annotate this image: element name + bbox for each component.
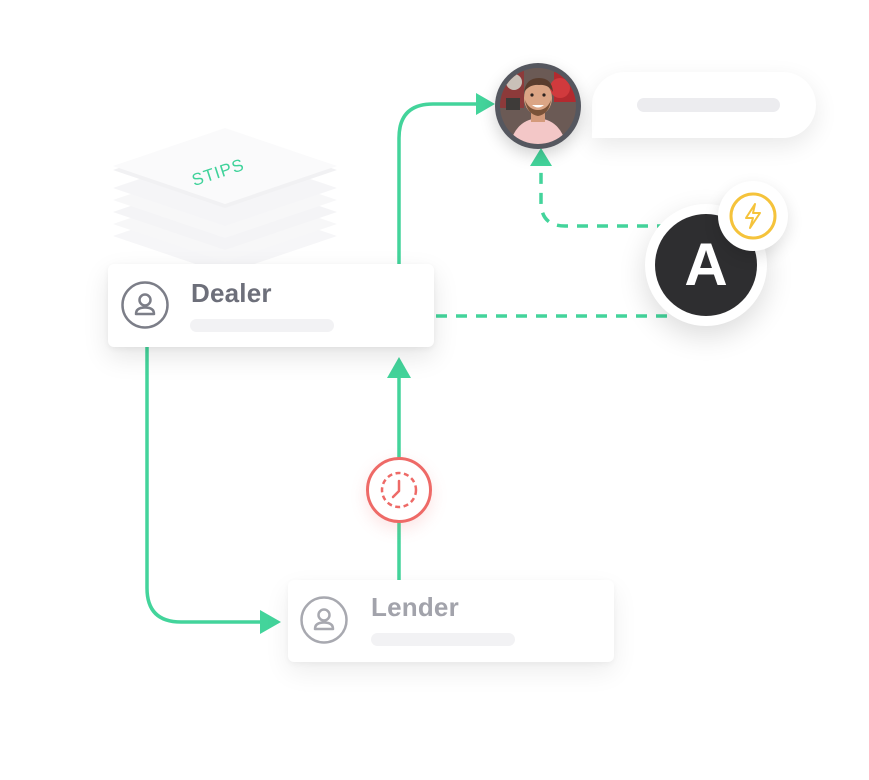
dealer-to-lender-connector: [147, 347, 262, 622]
pending-clock-badge: [366, 457, 432, 523]
dealer-arrowhead: [387, 357, 411, 378]
customer-avatar[interactable]: [495, 63, 581, 149]
dealer-title: Dealer: [191, 278, 272, 309]
lender-card[interactable]: Lender: [288, 580, 614, 662]
lender-arrowhead: [260, 610, 281, 634]
message-placeholder-line: [637, 98, 780, 112]
lender-placeholder-line: [371, 633, 515, 646]
lightning-bolt-icon: [728, 191, 778, 241]
user-icon: [300, 596, 348, 644]
lightning-badge: [718, 181, 788, 251]
stips-stack: STIPS: [113, 128, 337, 274]
agent-to-avatar-dashed-connector: [541, 166, 668, 226]
lender-title: Lender: [371, 592, 459, 623]
user-icon: [121, 281, 169, 329]
dealer-to-avatar-connector: [399, 104, 476, 265]
message-bubble: [592, 72, 816, 138]
avatar-dashed-arrowhead: [530, 148, 552, 166]
dealer-card[interactable]: Dealer: [108, 264, 434, 347]
avatar-photo: [500, 68, 576, 144]
clock-icon: [379, 470, 419, 510]
dealer-placeholder-line: [190, 319, 334, 332]
avatar-arrowhead: [476, 93, 495, 115]
